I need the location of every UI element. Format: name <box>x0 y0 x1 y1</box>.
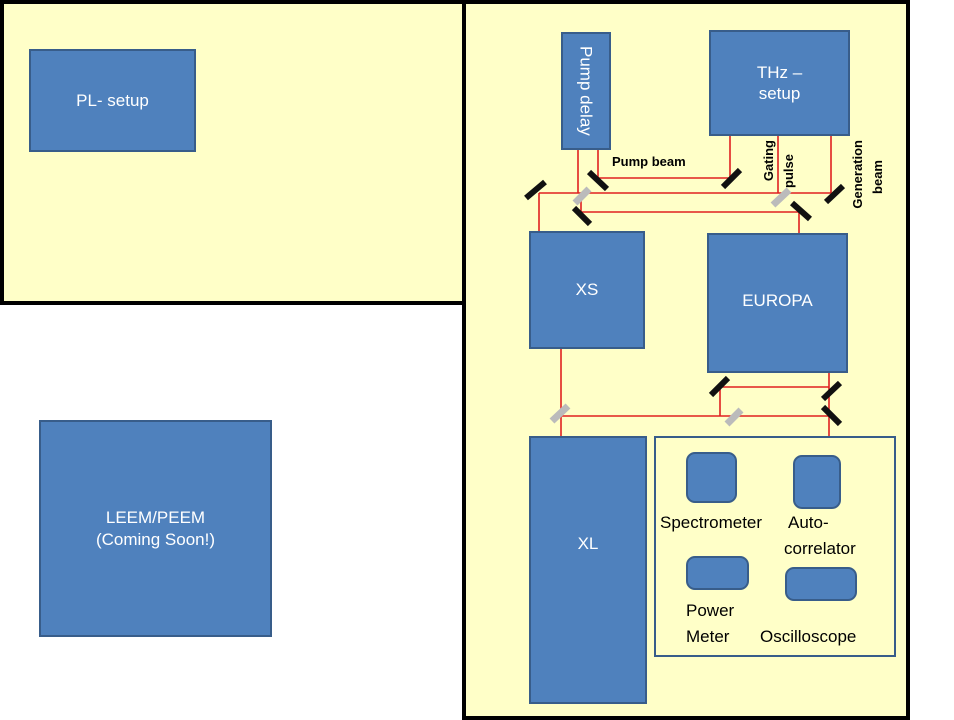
autocorrelator-label-1: Auto- <box>788 513 829 532</box>
instruments-box <box>654 436 896 657</box>
beamsplitter-icon <box>549 403 571 424</box>
mirror-icon <box>823 183 846 205</box>
generation-label: Generation <box>850 140 865 209</box>
europa-box: EUROPA <box>707 233 848 373</box>
xs-box: XS <box>529 231 645 349</box>
oscilloscope-label: Oscilloscope <box>760 627 857 646</box>
pl-setup-label: PL- setup <box>76 90 149 110</box>
spectrometer-label: Spectrometer <box>660 513 763 532</box>
beam-label: beam <box>870 160 885 194</box>
setup-label: setup <box>758 84 801 103</box>
xs-label: XS <box>575 280 599 300</box>
mirror-icon <box>720 167 743 190</box>
autocorrelator-icon <box>793 455 841 509</box>
thz-label: THz – <box>756 62 803 82</box>
power-meter-icon <box>686 556 749 590</box>
leem-peem-label: LEEM/PEEM <box>105 508 206 528</box>
pump-delay-box: Pump delay <box>561 32 611 150</box>
thz-setup-box: THz – setup <box>709 30 850 136</box>
mirror-icon <box>708 375 731 398</box>
leem-peem-box: LEEM/PEEM (Coming Soon!) <box>39 420 272 637</box>
pulse-label: pulse <box>781 154 796 188</box>
power-meter-label-1: Power <box>686 601 735 620</box>
beamsplitter-icon <box>770 187 792 208</box>
mirror-icon <box>820 380 843 402</box>
mirror-icon <box>586 169 610 192</box>
beamsplitter-icon <box>724 407 744 427</box>
pl-setup-box: PL- setup <box>29 49 196 152</box>
power-meter-label-2: Meter <box>686 627 730 646</box>
optics <box>524 167 846 427</box>
spectrometer-icon <box>686 452 737 503</box>
mirror-icon <box>524 179 547 201</box>
xl-label: XL <box>577 534 599 553</box>
mirror-icon <box>820 404 843 427</box>
europa-label: EUROPA <box>742 291 813 310</box>
gating-label: Gating <box>761 140 776 182</box>
beamsplitter-icon <box>572 186 592 206</box>
pump-delay-label: Pump delay <box>576 46 596 136</box>
autocorrelator-label-2: correlator <box>784 539 856 558</box>
xl-box: XL <box>529 436 647 704</box>
mirror-icon <box>571 205 593 227</box>
oscilloscope-icon <box>785 567 857 601</box>
mirror-icon <box>790 200 812 222</box>
coming-soon-label: (Coming Soon!) <box>95 529 216 549</box>
pump-beam-label: Pump beam <box>612 154 686 169</box>
